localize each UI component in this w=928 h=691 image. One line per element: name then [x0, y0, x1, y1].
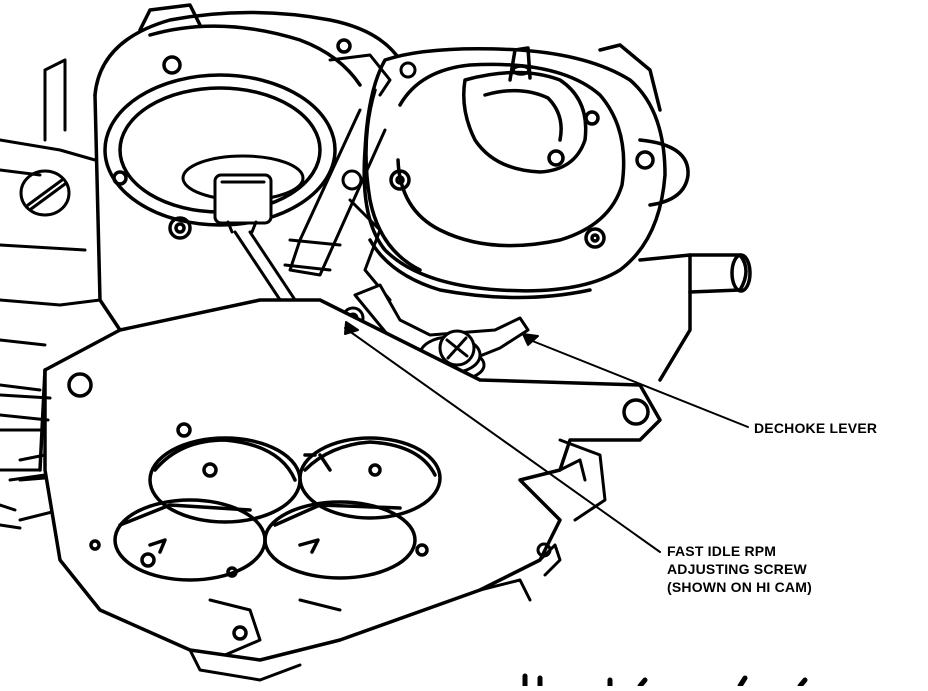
fast-idle-screw-label: FAST IDLE RPM ADJUSTING SCREW (SHOWN ON …	[667, 542, 812, 596]
left-screw	[19, 169, 71, 217]
fast-idle-label-line-2: ADJUSTING SCREW	[667, 561, 807, 577]
lower-linkage	[188, 598, 342, 682]
base-plate	[38, 298, 662, 662]
fast-idle-label-line-3: (SHOWN ON HI CAM)	[667, 579, 812, 595]
fast-idle-label-line-1: FAST IDLE RPM	[667, 543, 777, 559]
air-horn-body	[93, 3, 402, 332]
throttle-bores	[113, 436, 442, 582]
vacuum-nipple	[638, 253, 752, 382]
left-stack	[0, 393, 52, 530]
fast-idle-screw	[414, 329, 486, 383]
fast-idle-leader	[344, 327, 661, 553]
lower-right-body	[478, 438, 607, 602]
dechoke-lever-label: DECHOKE LEVER	[754, 420, 878, 436]
dechoke-leader	[529, 339, 749, 428]
leader-lines	[344, 321, 749, 553]
choke-housing	[362, 43, 690, 300]
bottom-edge-marks	[522, 673, 808, 689]
